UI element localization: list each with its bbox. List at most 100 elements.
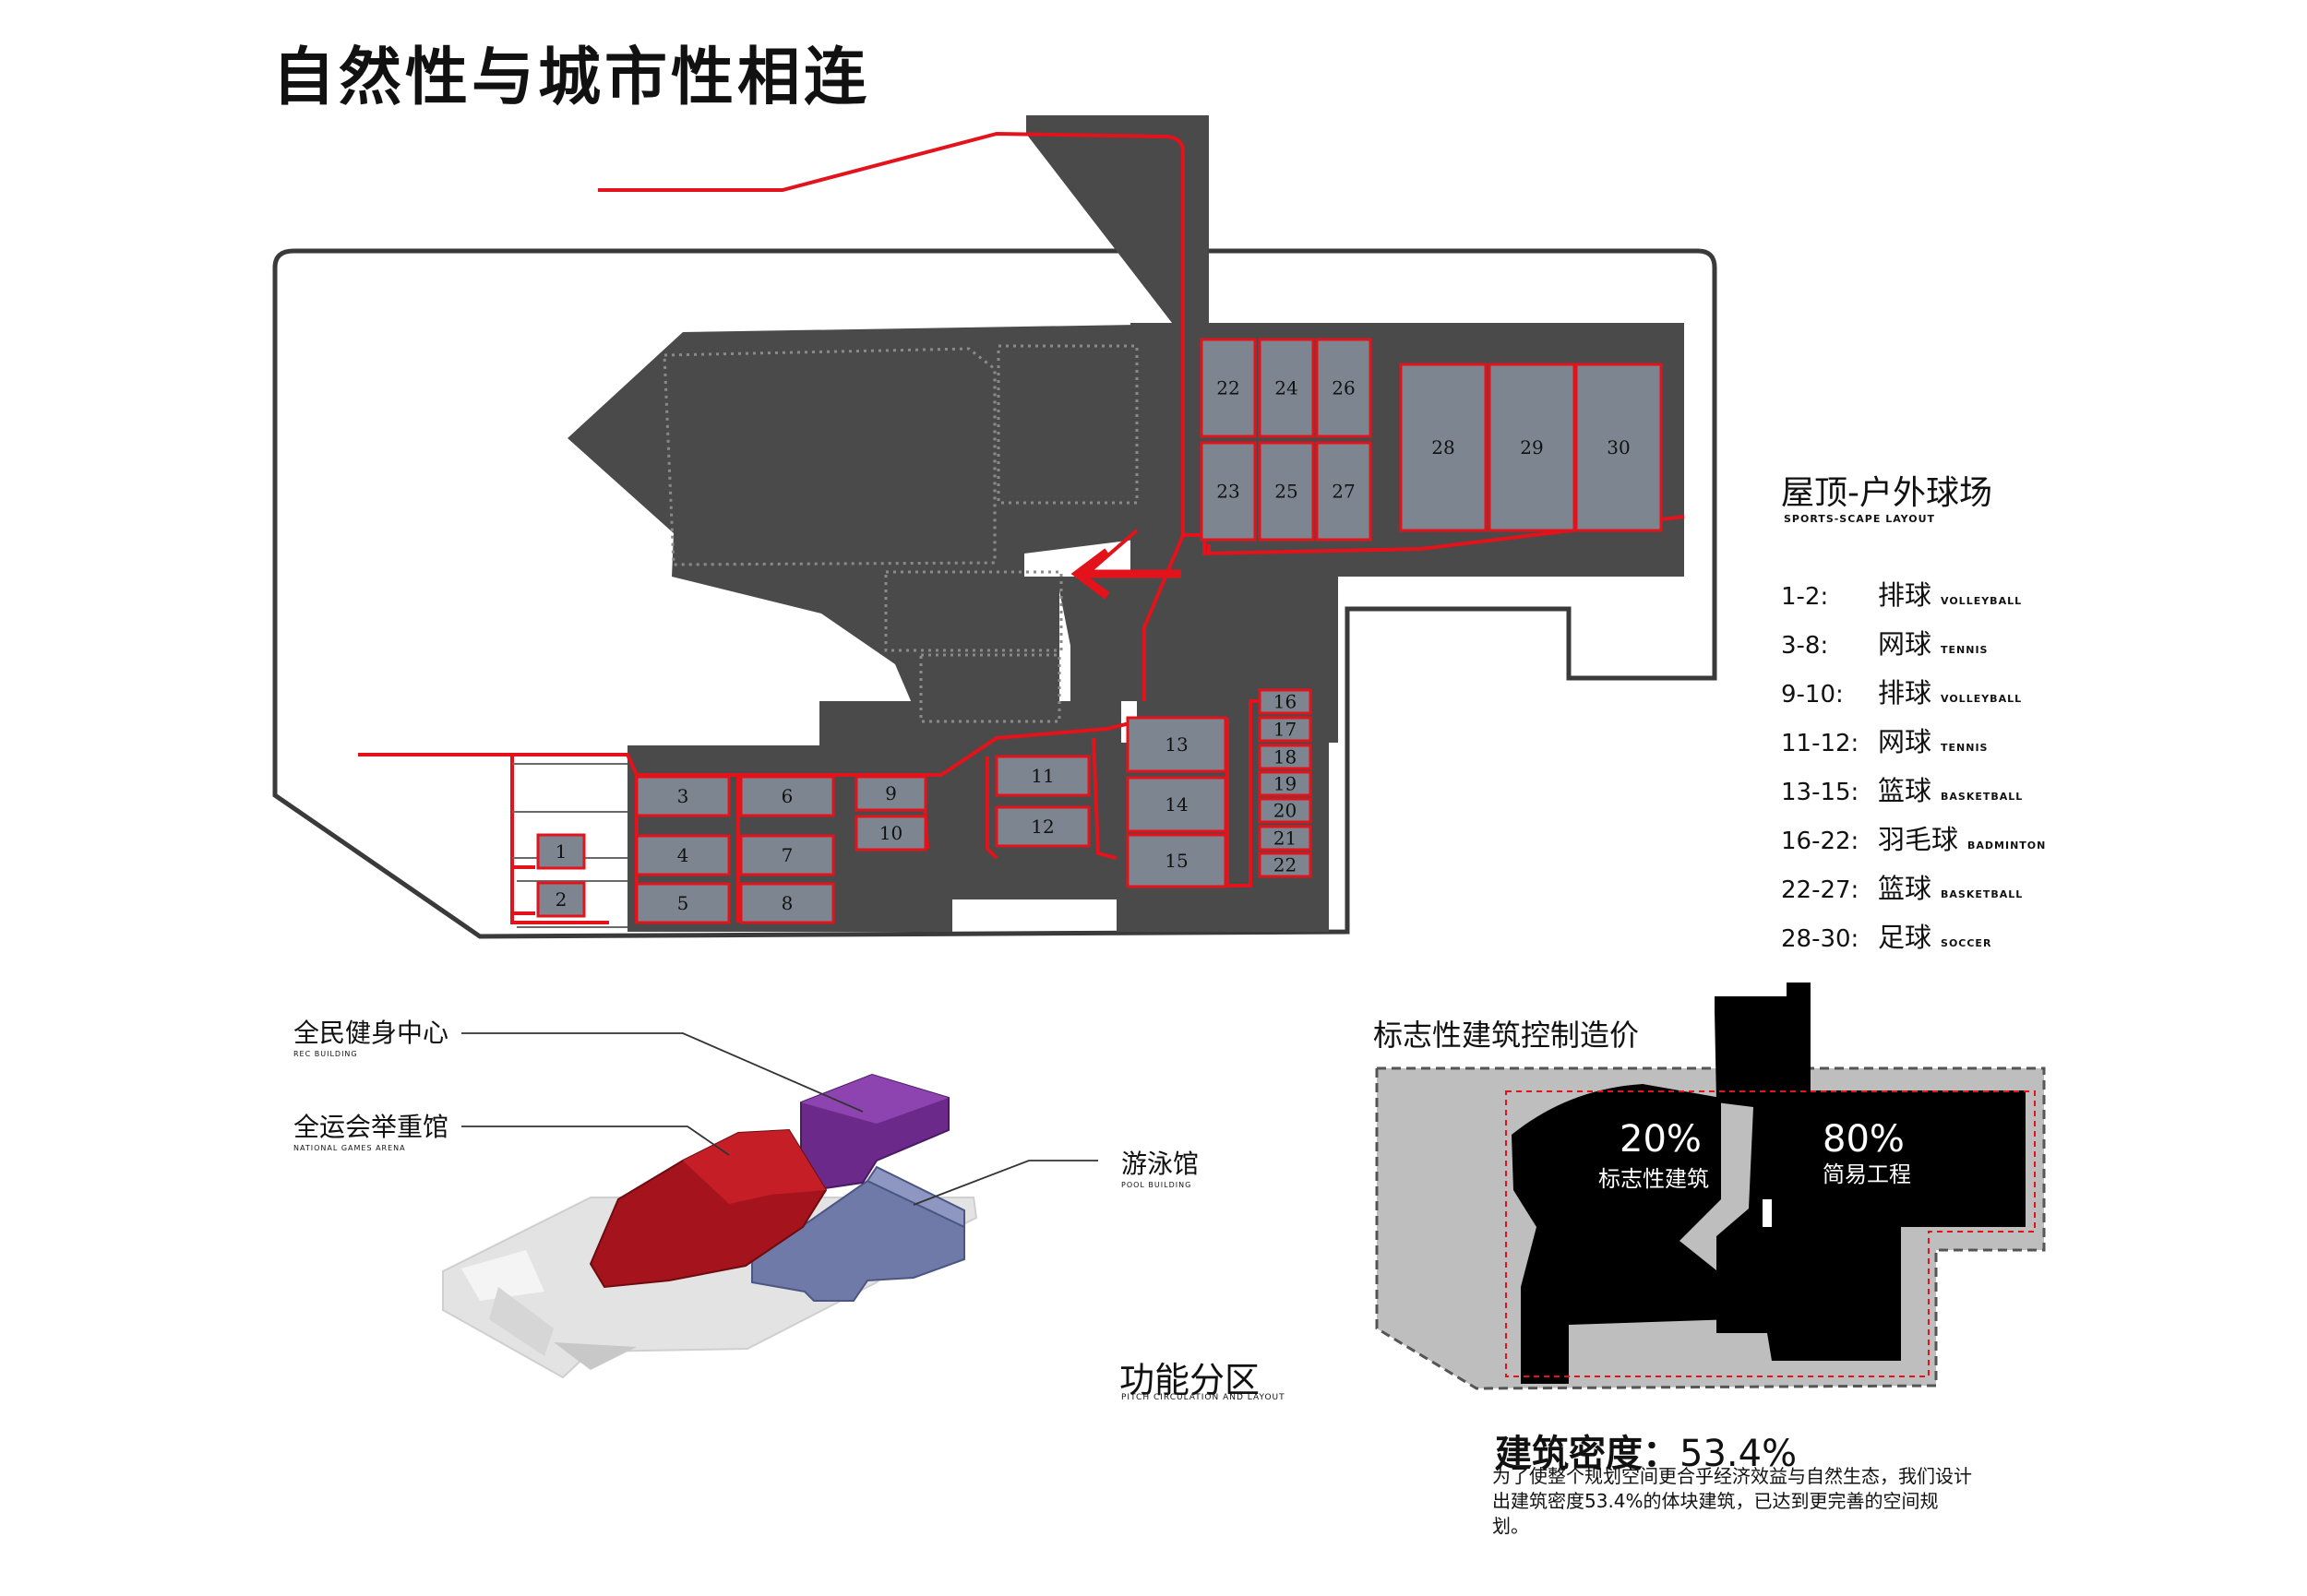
rec-building-en: REC BUILDING [293,1050,358,1058]
legend-sport-en: BADMINTON [1967,840,2047,852]
legend-item: 13-15: 篮球 BASKETBALL [1781,769,2023,806]
simple-tower [1787,983,1811,1102]
legend-range: 1-2: [1781,583,1829,611]
legend-range: 22-27: [1781,876,1859,904]
court-26 [1258,441,1315,542]
rec-building-cn: 全民健身中心 [293,1018,449,1048]
legend-sport-cn: 排球 [1878,677,1932,709]
landmark-block [1512,1084,1735,1384]
legend-range: 28-30: [1781,925,1859,953]
density-label: 建筑密度： [1495,1433,1679,1475]
leader-lines [461,1032,1098,1206]
legend-sport-cn: 网球 [1878,628,1932,660]
legend-range: 16-22: [1781,828,1859,855]
court-label-27: 26 [1332,377,1355,399]
legend-range: 11-12: [1781,730,1859,757]
court-12 [995,805,1091,848]
court-20 [1258,797,1312,824]
page-title: 自然性与城市性相连 [272,42,871,114]
court-label-14: 14 [1165,793,1188,816]
site-boundary [272,248,1717,939]
cost-control-title: 标志性建筑控制造价 [1373,1018,1640,1053]
north-tower-strip [1172,115,1209,337]
court-label-6: 6 [782,785,794,807]
arena-cn: 全运会举重馆 [293,1112,449,1142]
density-value: 53.4% [1679,1433,1798,1475]
courts-group: 1234567891011121314151617181920212222232… [536,338,1663,924]
pool-en: POOL BUILDING [1121,1181,1192,1189]
landmark-percent: 20% [1620,1118,1702,1161]
court-label-19: 19 [1273,773,1297,795]
court-19 [1258,770,1312,797]
court-label-24: 23 [1216,481,1239,503]
court-5 [635,882,731,924]
main-building [568,325,1172,729]
court-label-31: 30 [1607,436,1630,459]
simple-percent: 80% [1823,1118,1905,1161]
court-label-11: 11 [1031,765,1054,787]
court-label-4: 4 [677,844,689,866]
legend-sport-en: BASKETBALL [1941,791,2024,803]
legend-range: 9-10: [1781,681,1844,709]
court-25 [1258,338,1315,438]
court-label-9: 9 [885,782,897,804]
court-3 [635,775,731,817]
legend-range: 13-15: [1781,779,1859,806]
legend-sport-en: SOCCER [1941,937,1992,949]
entrance-arrow-icon [1070,548,1181,600]
court-9 [855,775,927,812]
legend-sport-cn: 网球 [1878,726,1932,757]
court-17 [1258,716,1312,743]
court-label-10: 10 [879,822,902,844]
court-16 [1258,688,1312,715]
court-label-5: 5 [677,892,689,914]
court-2 [536,881,586,918]
court-21 [1258,825,1312,852]
court-label-22: 22 [1273,854,1297,876]
court-label-1: 1 [556,840,568,863]
court-18 [1258,744,1312,770]
court-10 [855,815,927,852]
label-rec-building: 全民健身中心 REC BUILDING [293,1013,448,1058]
court-label-30: 29 [1520,436,1543,459]
court-label-21: 21 [1273,828,1297,850]
court-29 [1399,363,1488,532]
legend-sport-en: VOLLEYBALL [1941,595,2023,607]
court-label-29: 28 [1431,436,1454,459]
function-zones-title: 功能分区 [1119,1360,1261,1400]
court-label-15: 15 [1165,850,1188,872]
label-arena: 全运会举重馆 NATIONAL GAMES ARENA [293,1107,448,1152]
court-13 [1126,716,1227,773]
court-label-8: 8 [782,892,794,914]
legend-sport-cn: 排球 [1878,579,1932,611]
cost-red-outline [1505,1090,2036,1377]
arena-en: NATIONAL GAMES ARENA [293,1144,406,1152]
parking-lines [512,763,628,928]
court-label-23: 22 [1216,377,1239,399]
court-4 [635,834,731,876]
court-label-26: 25 [1274,481,1297,503]
dotted-outlines [663,344,1139,723]
legend-sport-cn: 羽毛球 [1878,824,1959,855]
pool-cn: 游泳馆 [1121,1149,1200,1179]
court-27 [1315,338,1372,438]
court-label-17: 17 [1273,719,1297,741]
court-11 [995,755,1091,797]
legend-sport-cn: 篮球 [1878,775,1932,806]
court-22 [1258,852,1312,878]
landmark-label: 标志性建筑 [1598,1166,1709,1192]
simple-label: 简易工程 [1823,1161,1911,1187]
legend-title: 屋顶-户外球场 [1781,474,1992,512]
legend-sport-en: BASKETBALL [1941,888,2024,900]
function-zones-subtitle: PITCH CIRCULATION AND LAYOUT [1121,1393,1285,1402]
court-30 [1488,363,1576,532]
density-description: 为了使整个规划空间更合乎经济效益与自然生态，我们设计出建筑密度53.4%的体块建… [1492,1465,1972,1537]
density-heading: 建筑密度：53.4% [1495,1423,1797,1477]
legend-sport-en: TENNIS [1941,644,1989,656]
court-label-12: 12 [1031,816,1054,838]
